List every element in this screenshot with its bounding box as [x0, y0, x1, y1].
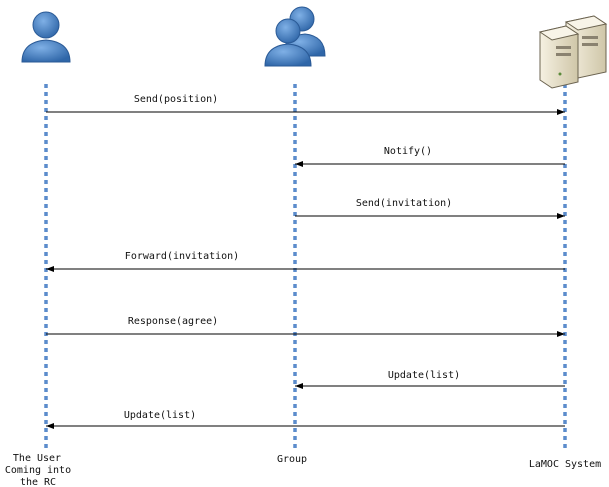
message-2: Notify() — [295, 146, 565, 167]
actor-label-line: the RC — [20, 477, 56, 487]
actor-label-line: Coming into — [5, 465, 71, 476]
actor-label-line: The User — [13, 453, 61, 464]
message-4: Forward(invitation) — [46, 251, 565, 272]
actor-label-system: LaMOC System — [529, 459, 601, 470]
single-user-icon — [21, 11, 71, 63]
message-5: Response(agree) — [46, 316, 565, 337]
actor-label-user: The User Coming into the RC — [5, 453, 71, 487]
message-label: Send(invitation) — [356, 198, 452, 209]
message-label: Update(list) — [388, 370, 460, 381]
message-label: Forward(invitation) — [125, 251, 239, 262]
message-label: Send(position) — [134, 94, 218, 105]
message-7: Update(list) — [46, 410, 565, 429]
message-label: Update(list) — [124, 410, 196, 421]
message-1: Send(position) — [46, 94, 565, 115]
message-3: Send(invitation) — [295, 198, 565, 219]
user-group-icon — [264, 6, 326, 67]
server-icon — [538, 15, 608, 89]
actor-label-group: Group — [277, 454, 307, 465]
message-label: Notify() — [384, 146, 432, 157]
message-label: Response(agree) — [128, 316, 218, 327]
message-6: Update(list) — [295, 370, 565, 389]
